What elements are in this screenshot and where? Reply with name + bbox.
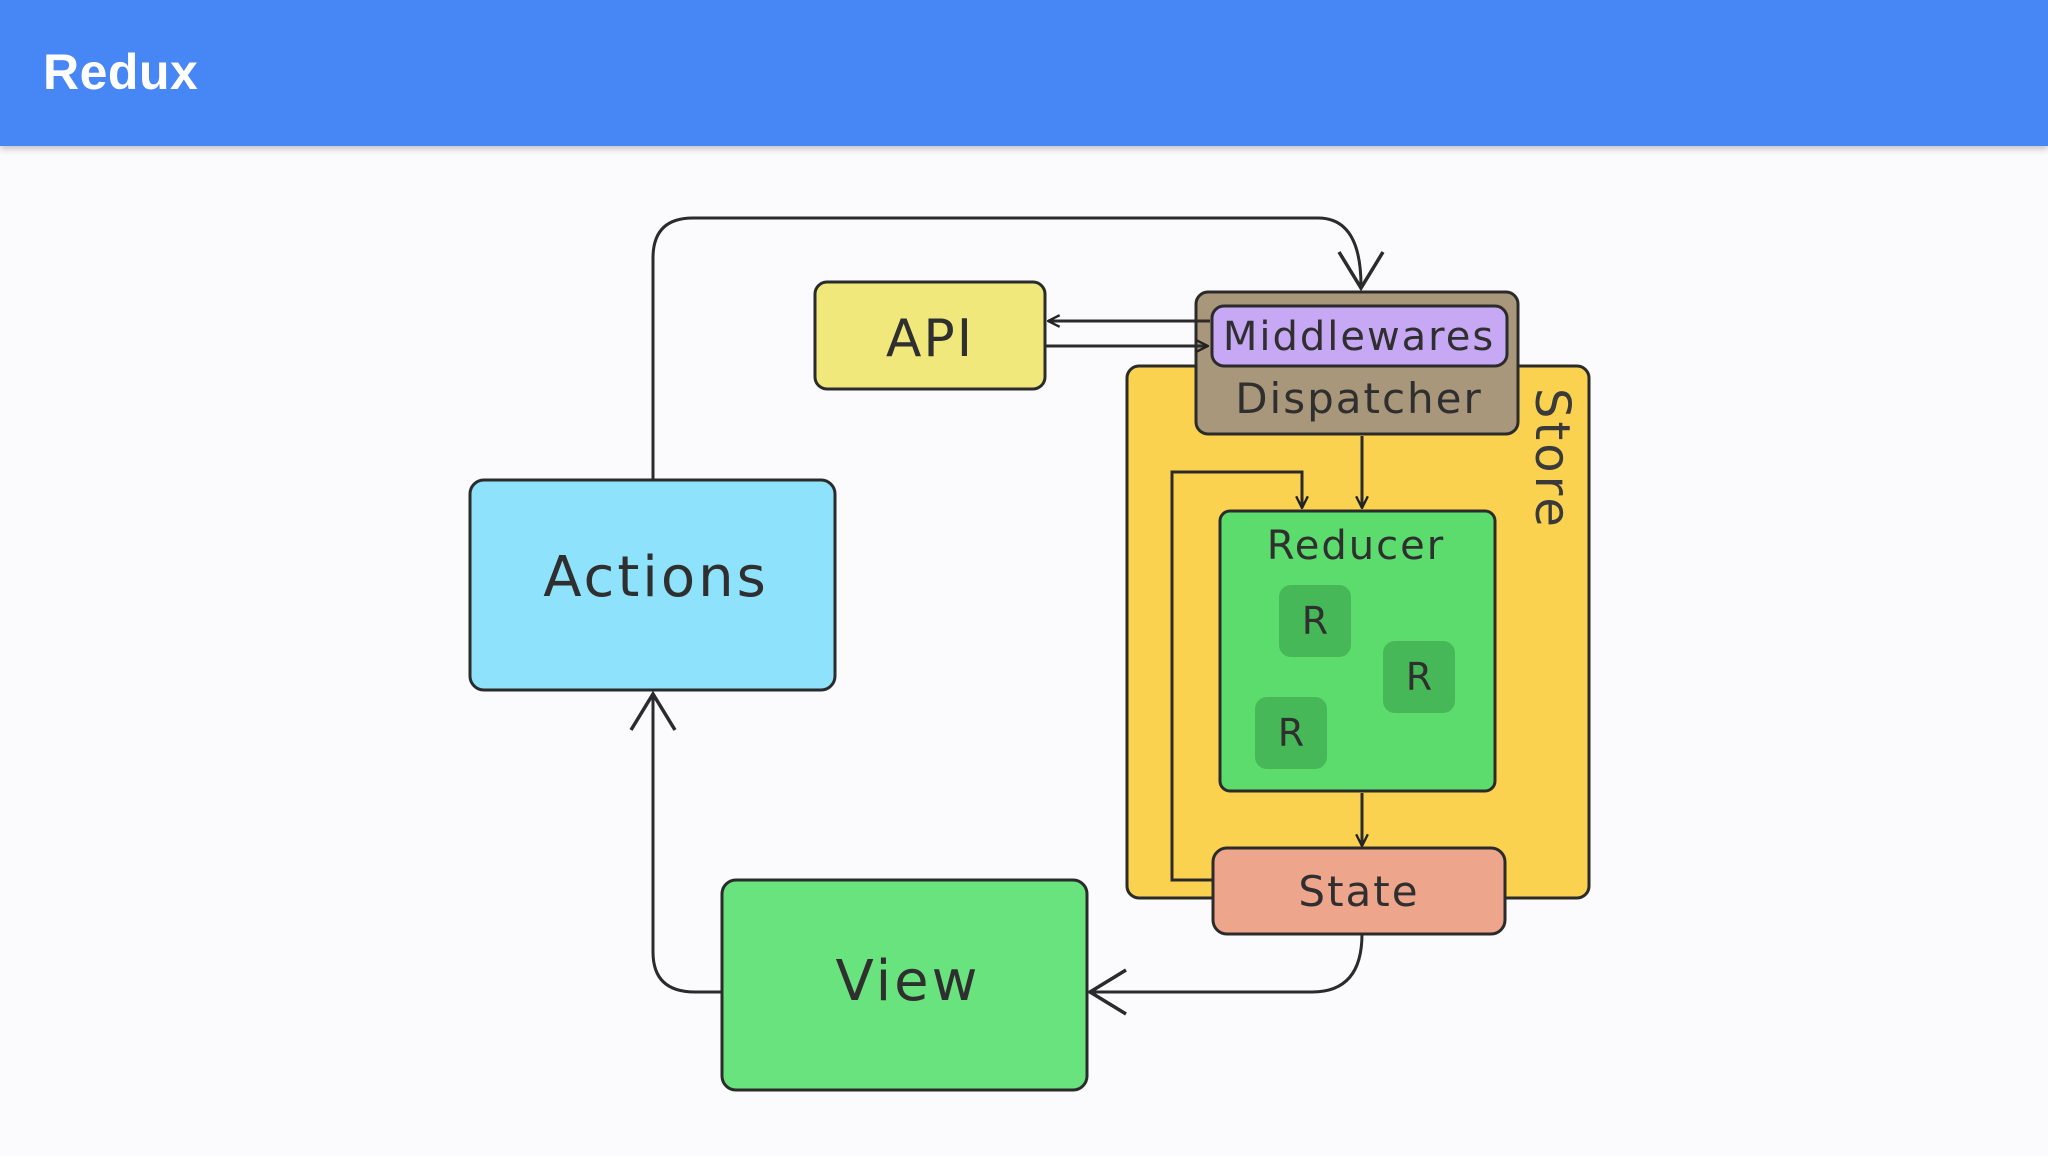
view-box (720, 878, 1089, 1092)
middlewares-box (1210, 304, 1509, 368)
reducer-item-label: R (1406, 655, 1432, 699)
app-title: Redux (43, 44, 199, 100)
reducer-item (1279, 585, 1351, 657)
reducer-item-label: R (1302, 599, 1328, 643)
reducer-label: Reducer (1267, 523, 1445, 569)
arrow-state-to-reducer (1170, 470, 1302, 882)
state-box (1211, 846, 1507, 936)
api-label: API (886, 309, 974, 369)
arrow-actions-to-middlewares (651, 216, 1363, 480)
dispatcher-label: Dispatcher (1235, 374, 1483, 423)
store-label: Store (1524, 388, 1580, 530)
diagram-canvas: Store Dispatcher Middlewares Reducer R R… (0, 146, 2048, 1152)
arrowhead-view-to-actions (629, 690, 677, 731)
arrow-view-to-actions (651, 695, 722, 994)
arrow-state-to-view (1092, 933, 1364, 994)
api-box (813, 280, 1047, 391)
reducer-item (1383, 641, 1455, 713)
reducer-item-label: R (1278, 711, 1304, 755)
middlewares-label: Middlewares (1223, 314, 1495, 360)
arrowhead-state-to-view (1086, 968, 1127, 1016)
app-bar: Redux (0, 0, 2048, 146)
actions-label: Actions (543, 545, 769, 610)
view-label: View (836, 949, 981, 1014)
redux-flow-diagram: Store Dispatcher Middlewares Reducer R R… (468, 216, 1591, 1092)
arrowhead-actions-to-middlewares (1337, 251, 1385, 292)
reducer-item (1255, 697, 1327, 769)
state-label: State (1298, 867, 1419, 916)
